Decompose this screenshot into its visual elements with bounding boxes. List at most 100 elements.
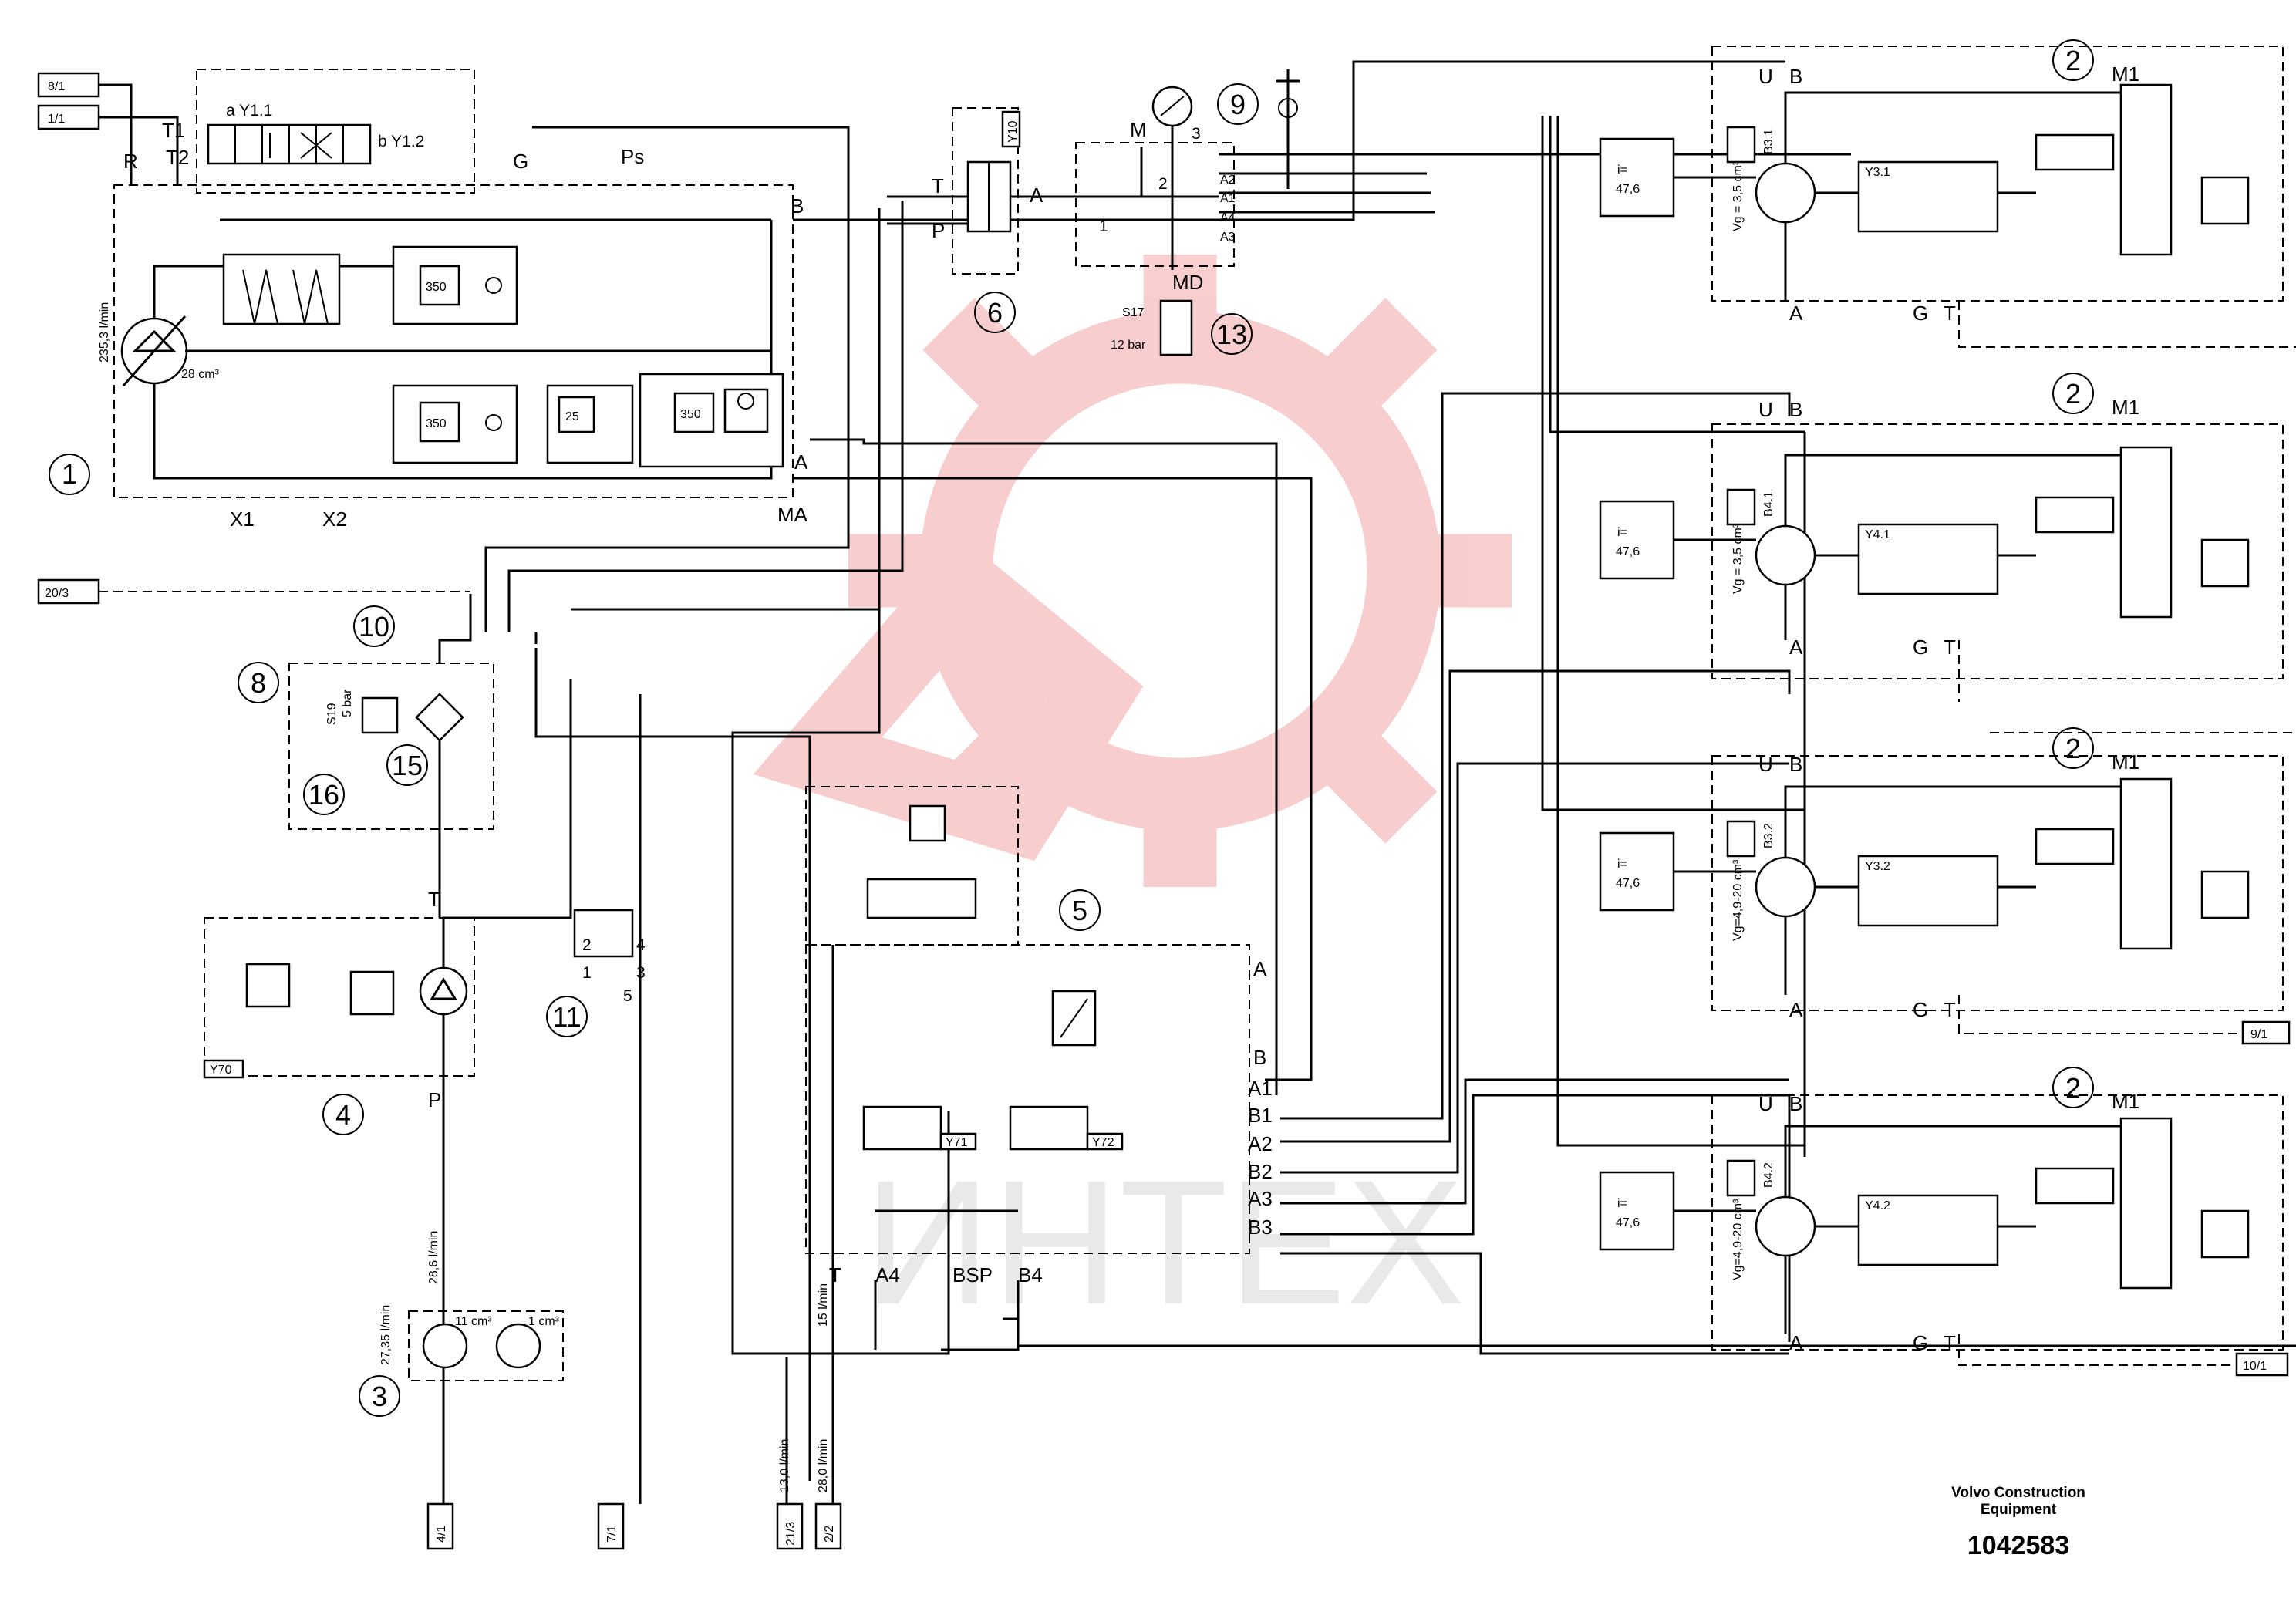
label-T2: T2 [166, 146, 189, 169]
v5-B1: B1 [1248, 1104, 1273, 1127]
motor2-vg: Vg = 3,5 cm³ [1731, 523, 1745, 594]
pump3-d1: 11 cm³ [455, 1315, 492, 1328]
motor2-G: G [1913, 636, 1928, 659]
block9-M: M [1130, 118, 1147, 141]
block9-A3: A3 [1220, 231, 1236, 244]
document-number: 1042583 [1967, 1531, 2070, 1560]
motor1-M1: M1 [2112, 62, 2139, 86]
v5-flow1: 13,0 l/min [778, 1439, 791, 1492]
y71-label: Y71 [946, 1136, 968, 1149]
motor3-sensor: B3.2 [1762, 823, 1775, 848]
motor1-B: B [1789, 65, 1802, 88]
motor3-M1: M1 [2112, 750, 2139, 774]
component-number-11: 11 [552, 1001, 581, 1033]
b11-4: 4 [636, 936, 646, 954]
y70-label: Y70 [210, 1064, 232, 1077]
s17-bar: 12 bar [1111, 339, 1146, 352]
motor1-U: U [1758, 65, 1773, 88]
b11-2: 2 [582, 936, 592, 954]
v5-B4: B4 [1018, 1263, 1043, 1286]
motor4-vg: Vg=4,9-20 cm³ [1731, 1199, 1745, 1280]
v5-A3: A3 [1248, 1187, 1273, 1210]
valve6-T: T [932, 174, 944, 197]
pump-unit-1: R T1 T2 G Ps B A X1 X2 MA a Y1.1 b Y1.2 … [49, 69, 808, 531]
pump-3a-icon [422, 1323, 468, 1369]
block9-A4: A4 [1220, 211, 1236, 224]
pump-unit-4: T P Y70 4 [203, 888, 475, 1135]
ref-2-2: 2/2 [823, 1526, 836, 1543]
label-T1: T1 [162, 119, 185, 142]
y10-label: Y10 [1006, 120, 1020, 143]
component-number-4: 4 [335, 1099, 351, 1131]
v5-A4: A4 [875, 1263, 900, 1286]
valve-block-5: Y71 Y72 5 A B A1 B1 A2 B2 A3 B3 T A4 BSP… [778, 786, 1273, 1504]
relief-350-b: 350 [426, 417, 447, 430]
block-11: 2 4 1 3 5 11 [546, 909, 646, 1037]
pump-3b-icon [495, 1323, 541, 1369]
v5-A1: A1 [1248, 1077, 1273, 1100]
motor4-G: G [1913, 1331, 1928, 1354]
valve6-A: A [1030, 184, 1043, 207]
motor4-sensor: B4.2 [1762, 1162, 1775, 1188]
relief-350-c: 350 [680, 408, 701, 421]
motor-group-3: i= 47,6 B3.2 Y3.2 Vg=4,9-20 cm³ U B M1 A… [1599, 727, 2284, 1034]
motor1-vg: Vg = 3,5 cm³ [1731, 160, 1745, 231]
v5-A: A [1253, 957, 1267, 980]
component-number-6: 6 [987, 297, 1003, 329]
pump-unit-3: 27,35 l/min 11 cm³ 1 cm³ 28,6 l/min 3 [359, 1231, 564, 1417]
y72-label: Y72 [1092, 1136, 1114, 1149]
ref-9-1: 9/1 [2250, 1028, 2267, 1041]
ref-21-3: 21/3 [784, 1522, 797, 1546]
label-R: R [123, 150, 138, 173]
motor1-ratio-val: 47,6 [1616, 183, 1640, 196]
b11-3: 3 [636, 964, 646, 982]
v5-B3: B3 [1248, 1216, 1273, 1239]
v5-flowT: 15 l/min [817, 1283, 830, 1327]
component-number-5: 5 [1072, 895, 1087, 926]
pump3-line: 28,6 l/min [427, 1231, 440, 1284]
component-number-15: 15 [392, 750, 423, 781]
filter-unit-8: S19 5 bar 8 10 15 16 [99, 591, 494, 918]
label-MA: MA [777, 503, 808, 526]
motor-group-4: i= 47,6 B4.2 Y4.2 Vg=4,9-20 cm³ U B M1 A… [1599, 1067, 2284, 1366]
motor3-B: B [1789, 753, 1802, 776]
v5-B: B [1253, 1046, 1266, 1069]
label-X2: X2 [322, 508, 347, 531]
motor3-ratio: i= [1617, 858, 1627, 871]
motor4-A: A [1789, 1331, 1803, 1354]
motor-4-icon [1755, 1195, 1816, 1257]
v5-flow2: 28,0 l/min [817, 1439, 830, 1492]
v5-A2: A2 [1248, 1132, 1273, 1155]
label-B: B [791, 194, 804, 218]
motor1-T: T [1944, 302, 1956, 325]
motor4-B: B [1789, 1092, 1802, 1115]
motor3-T: T [1944, 998, 1956, 1021]
component-number-8: 8 [251, 667, 266, 699]
ref-8-1: 8/1 [48, 80, 65, 93]
v5-B2: B2 [1248, 1160, 1273, 1183]
block9-MD: MD [1172, 271, 1203, 294]
watermark-text: ИНТЕХ [864, 1143, 1465, 1341]
motor2-ratio: i= [1617, 526, 1627, 539]
motor3-U: U [1758, 753, 1773, 776]
motor-group-1: i= 47,6 B3.1 Y3.1 Vg = 3,5 cm³ U B M1 A … [1599, 39, 2296, 348]
motor1-valve: Y3.1 [1865, 166, 1890, 179]
relief-350-a: 350 [426, 281, 447, 294]
component-number-13: 13 [1216, 319, 1247, 350]
label-Y12: b Y1.2 [378, 133, 424, 150]
relief-25: 25 [565, 410, 579, 423]
motor-1-icon [1755, 162, 1816, 224]
motor1-G: G [1913, 302, 1928, 325]
block9-1: 1 [1099, 218, 1108, 235]
block9-3: 3 [1192, 125, 1201, 143]
motor2-B: B [1789, 398, 1802, 421]
motor2-ratio-val: 47,6 [1616, 545, 1640, 558]
motor3-valve: Y3.2 [1865, 860, 1890, 873]
component-number-2a: 2 [2065, 45, 2081, 76]
motor4-ratio: i= [1617, 1197, 1627, 1210]
component-number-16: 16 [308, 779, 339, 811]
b11-1: 1 [582, 964, 592, 982]
motor2-A: A [1789, 636, 1803, 659]
pump4-P: P [428, 1088, 441, 1111]
motor3-G: G [1913, 998, 1928, 1021]
